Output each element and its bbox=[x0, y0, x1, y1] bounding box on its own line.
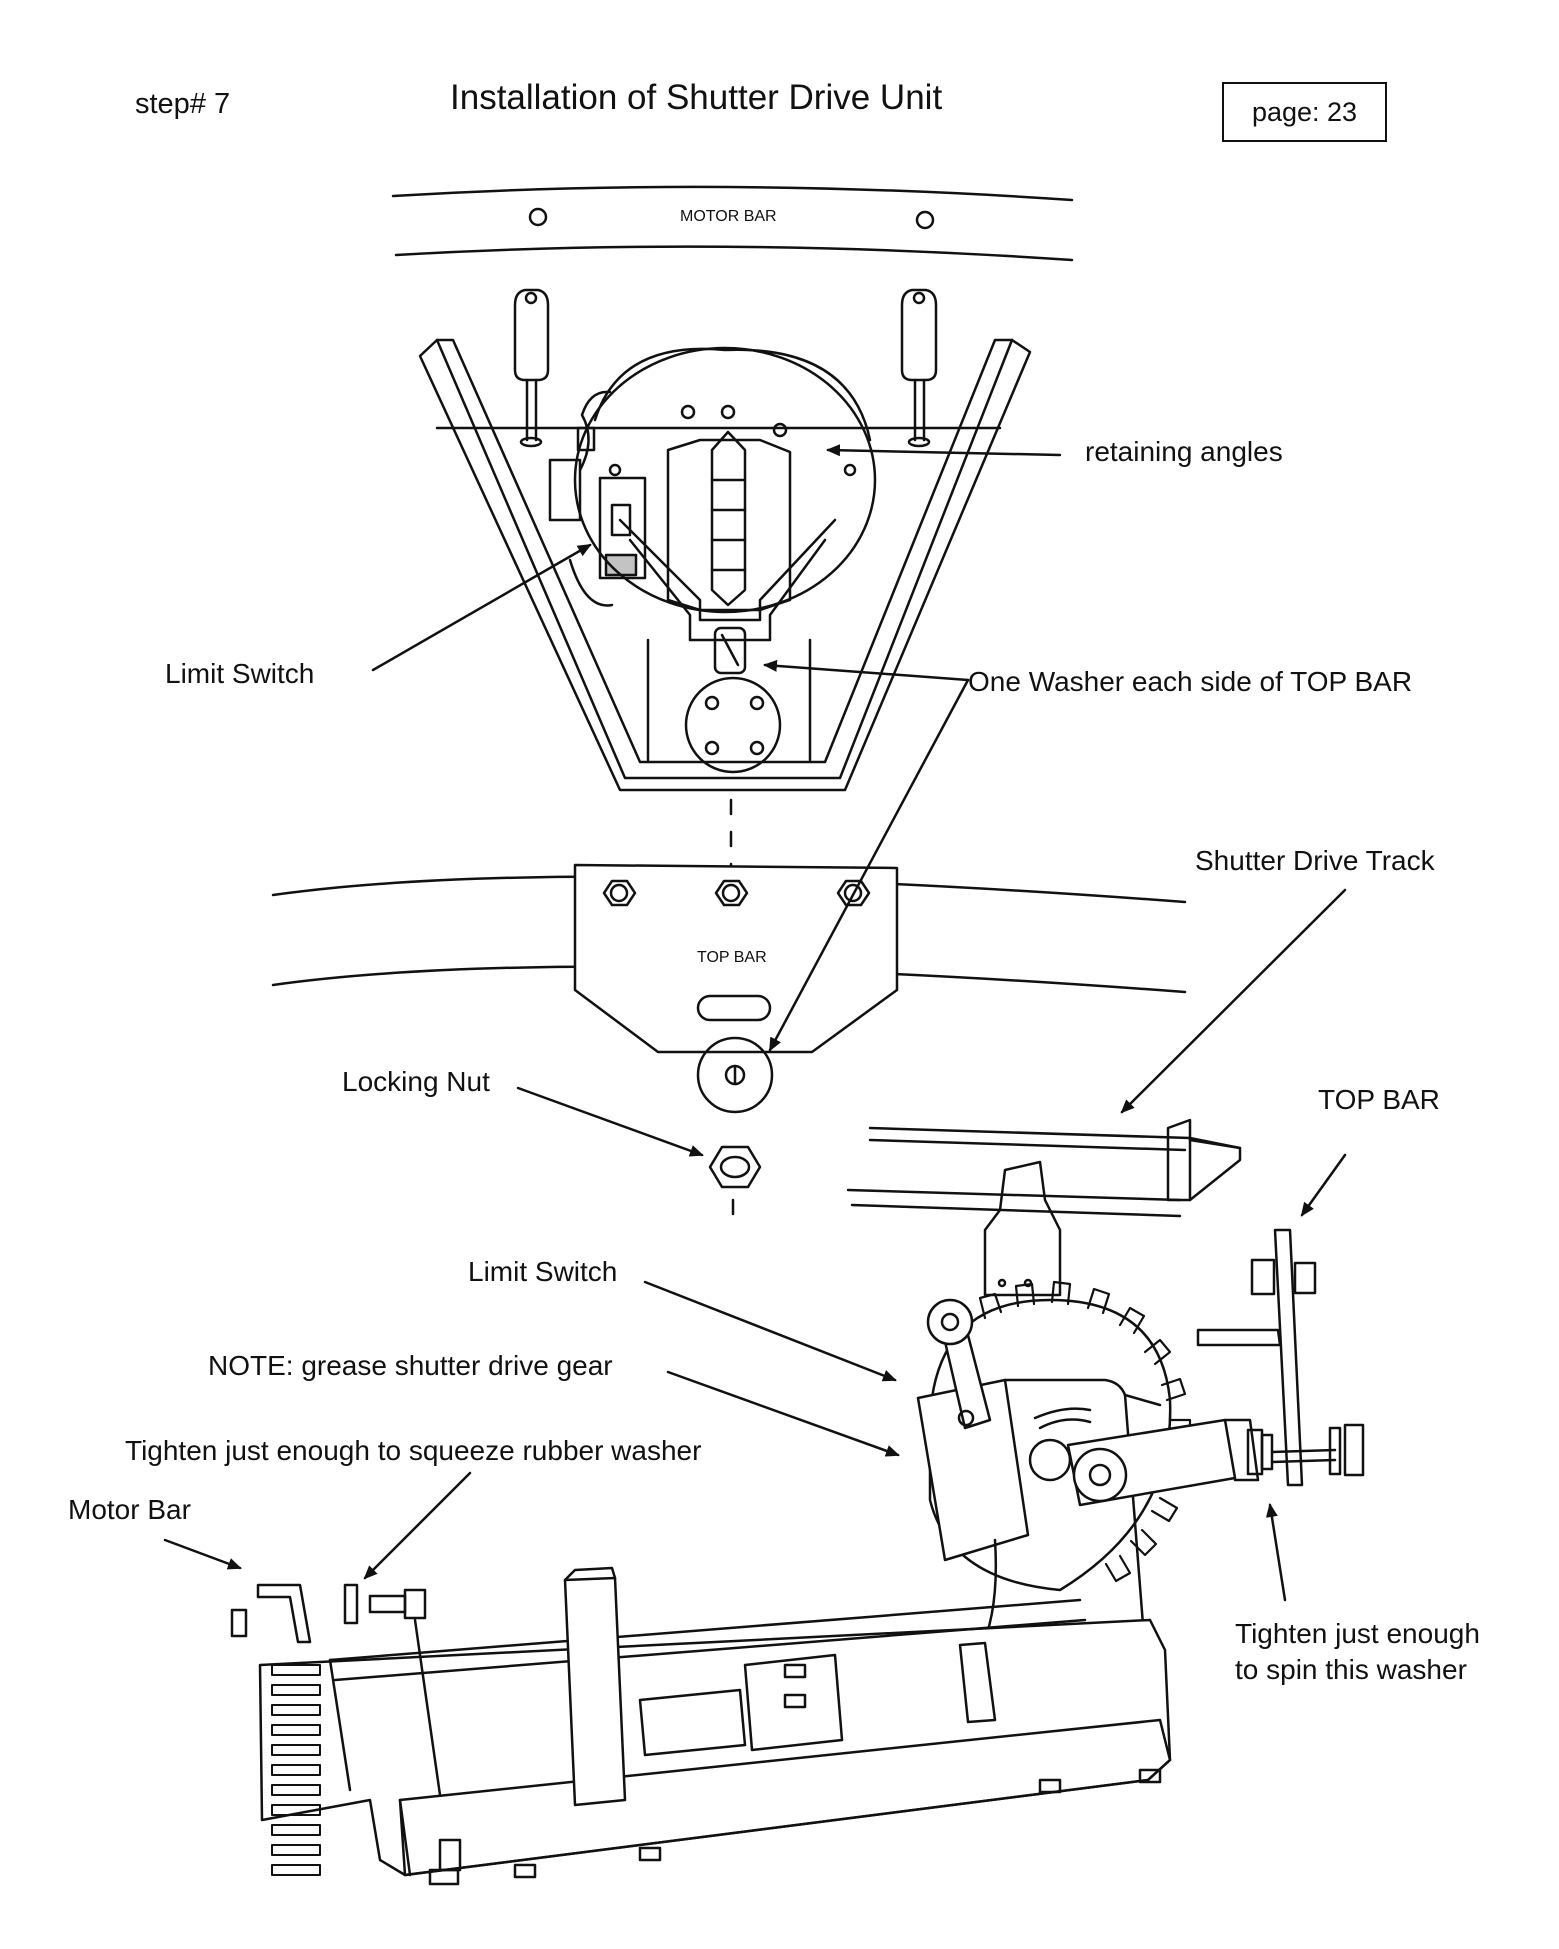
top-bar-mid-view: TOP BAR bbox=[271, 863, 1187, 1054]
top-bar-side-view bbox=[1196, 1228, 1317, 1487]
grease-note-label: NOTE: grease shutter drive gear bbox=[208, 1350, 613, 1381]
drive-unit-front-view bbox=[418, 288, 1032, 792]
motor-bar-side-label: Motor Bar bbox=[68, 1494, 191, 1525]
top-bar-side-label: TOP BAR bbox=[1318, 1084, 1440, 1115]
callout-arrows bbox=[163, 444, 1347, 1602]
tighten-spin-washer-label-1: Tighten just enough bbox=[1235, 1618, 1480, 1649]
top-bar-plate-label: TOP BAR bbox=[697, 949, 767, 966]
shutter-drive-track-label: Shutter Drive Track bbox=[1195, 845, 1435, 876]
motor-base-assembly bbox=[230, 1566, 1172, 1886]
motor-bar-top-view: MOTOR BAR bbox=[391, 185, 1074, 262]
limit-switch-top-label: Limit Switch bbox=[165, 658, 315, 689]
shutter-drive-track bbox=[846, 1118, 1242, 1297]
page-number: page: 23 bbox=[1251, 96, 1358, 127]
tighten-rubber-washer-label: Tighten just enough to squeeze rubber wa… bbox=[125, 1435, 702, 1466]
limit-switch-bottom-label: Limit Switch bbox=[468, 1256, 618, 1287]
locking-nut-label: Locking Nut bbox=[342, 1066, 490, 1097]
page-title: Installation of Shutter Drive Unit bbox=[450, 78, 943, 117]
drive-gear-assembly bbox=[803, 1280, 1365, 1712]
page-number-box: page: 23 bbox=[1222, 82, 1387, 142]
motor-bar-label: MOTOR BAR bbox=[680, 208, 777, 225]
retaining-angles-label: retaining angles bbox=[1085, 436, 1283, 467]
one-washer-label: One Washer each side of TOP BAR bbox=[968, 666, 1413, 697]
washer-and-nut bbox=[696, 1036, 774, 1189]
step-number: step# 7 bbox=[135, 88, 231, 120]
center-line bbox=[729, 798, 735, 1227]
tighten-spin-washer-label-2: to spin this washer bbox=[1235, 1654, 1467, 1685]
